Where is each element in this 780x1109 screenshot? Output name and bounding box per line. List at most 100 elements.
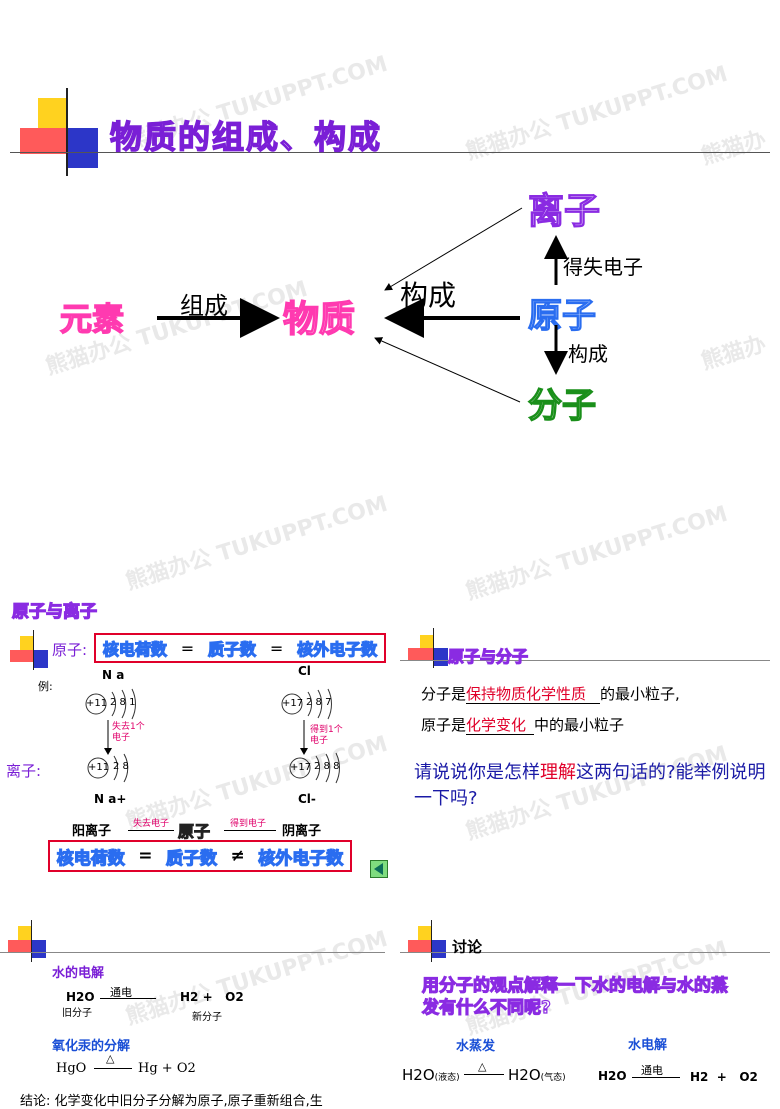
heading-yuanzi-fenzi: 原子与分子 (447, 646, 529, 666)
concept-lizi: 离子 (527, 190, 601, 232)
concept-fenzi: 分子 (527, 385, 596, 426)
elec-products: H2 + O2 (690, 1070, 758, 1084)
deco-square-icon (32, 940, 46, 958)
reaction-arrow (632, 1077, 680, 1078)
label-lizi: 离子: (6, 762, 42, 780)
fill-blank: 化学变化 (466, 716, 535, 735)
lose-electron-text: 失去1个电子 (112, 722, 145, 743)
evap-condition: △ (478, 1060, 487, 1073)
label-example: 例: (38, 680, 53, 693)
deco-square-icon (20, 636, 34, 650)
deco-square-icon (18, 926, 32, 940)
label-zucheng: 组成 (180, 292, 228, 320)
deco-square-icon (418, 926, 432, 940)
na-ion-nucleus: +11 (88, 762, 110, 773)
deco-line (433, 628, 434, 668)
eq2-term-a: 核电荷数 (56, 848, 125, 869)
deco-square-icon (8, 940, 32, 952)
formula-hgo: HgO (56, 1061, 87, 1076)
label-na-ion: N a+ (94, 792, 127, 806)
cl-ion-shells: 2 8 8 (314, 761, 340, 772)
watermark: 熊猫办公 TUKUPPT.COM (123, 926, 391, 1031)
deco-square-icon (68, 128, 98, 168)
chain-arrow-right (224, 830, 276, 831)
reaction-arrow (94, 1068, 132, 1069)
chain-lose: 失去电子 (133, 819, 170, 829)
reaction-arrow (100, 998, 156, 999)
arrow-lizi-wuzhi (384, 207, 523, 291)
conclusion-text: 结论: 化学变化中旧分子分解为原子,原子重新组合,生 (20, 1094, 323, 1109)
watermark: 熊猫办公 TUKUPPT.COM (463, 501, 731, 606)
chain-yang: 阳离子 (72, 824, 112, 839)
arrow-fenzi-wuzhi (374, 337, 521, 403)
label-cl-ion: Cl- (298, 792, 316, 806)
deco-line (400, 952, 770, 953)
deco-square-icon (10, 650, 34, 662)
back-button[interactable] (370, 860, 388, 878)
discussion-question: 请说说你是怎样理解这两句话的?能举例说明一下吗? (414, 762, 766, 809)
na-atom-nucleus: +11 (86, 698, 108, 709)
deco-square-icon (20, 128, 68, 154)
heading-hgo: 氧化汞的分解 (52, 1039, 131, 1054)
deco-square-icon (434, 648, 448, 666)
deco-line (10, 152, 770, 153)
label-yuanzi: 原子: (52, 641, 88, 659)
formula-h2o: H2O (66, 990, 95, 1004)
deco-line (431, 920, 432, 962)
evap-equation: H2O(液态) (402, 1066, 460, 1084)
slide-title: 物质的组成、构成 (109, 117, 383, 156)
watermark: 熊猫办公 TUKUPPT.COM (123, 491, 391, 596)
concept-wuzhi: 物质 (282, 298, 356, 340)
label-deshi: 得失电子 (563, 255, 643, 279)
cl-atom-nucleus: +17 (282, 698, 304, 709)
na-ion-shells: 2 8 (113, 761, 129, 772)
label-new-molecule: 新分子 (192, 1012, 222, 1023)
eq1-op: = (269, 638, 284, 658)
deco-line (31, 920, 32, 962)
equation-box-1: 核电荷数 = 质子数 = 核外电子数 (94, 633, 386, 663)
reaction-arrow (464, 1074, 504, 1075)
condition-heat: △ (106, 1052, 115, 1065)
cl-ion (289, 752, 340, 784)
chain-yin: 阴离子 (282, 824, 322, 839)
condition-tongdian: 通电 (110, 986, 132, 999)
label-cl: Cl (298, 664, 311, 678)
atom-definition: 原子是化学变化中的最小粒子 (421, 716, 625, 735)
molecule-definition: 分子是保持物质化学性质的最小粒子, (421, 685, 680, 704)
elec-h2o: H2O (598, 1069, 627, 1083)
deco-square-icon (420, 635, 434, 649)
cl-ion-nucleus: +17 (290, 762, 312, 773)
heading-yuanzi-lizi: 原子与离子 (11, 601, 97, 622)
eq2-op: = (138, 846, 153, 866)
formula-hg-o2: Hg + O2 (138, 1061, 196, 1076)
cl-atom (281, 688, 332, 720)
cl-atom-shells: 2 8 7 (306, 697, 332, 708)
label-electrolysis: 水电解 (628, 1038, 668, 1053)
na-atom (85, 688, 136, 720)
gain-electron-text: 得到1个电子 (310, 725, 343, 746)
discussion-prompt: 用分子的观点解释一下水的电解与水的蒸发有什么不同呢? (421, 975, 728, 1018)
deco-square-icon (34, 650, 48, 668)
deco-square-icon (408, 940, 432, 952)
deco-square-icon (38, 98, 68, 128)
label-old-molecule: 旧分子 (62, 1008, 92, 1019)
na-ion (87, 753, 129, 783)
atom-diagrams (85, 688, 340, 784)
eq1-op: = (180, 638, 195, 658)
deco-line (66, 88, 68, 176)
label-evaporation: 水蒸发 (456, 1039, 496, 1054)
deco-line (33, 630, 34, 670)
concept-arrows (157, 207, 568, 403)
deco-line (0, 952, 385, 953)
heading-water-electrolysis: 水的电解 (52, 966, 105, 981)
eq2-term-c: 核外电子数 (258, 848, 344, 869)
na-atom-shells: 2 8 1 (110, 697, 136, 708)
label-goucheng-down: 构成 (568, 342, 608, 366)
eq1-term-b: 质子数 (207, 639, 256, 659)
eq2-op: ≠ (230, 846, 245, 866)
concept-yuanzi: 原子 (527, 295, 596, 336)
chain-yuanzi: 原子 (177, 822, 211, 842)
eq2-term-b: 质子数 (165, 848, 217, 869)
evap-product: H2O(气态) (508, 1066, 566, 1084)
label-na: N a (102, 668, 125, 682)
